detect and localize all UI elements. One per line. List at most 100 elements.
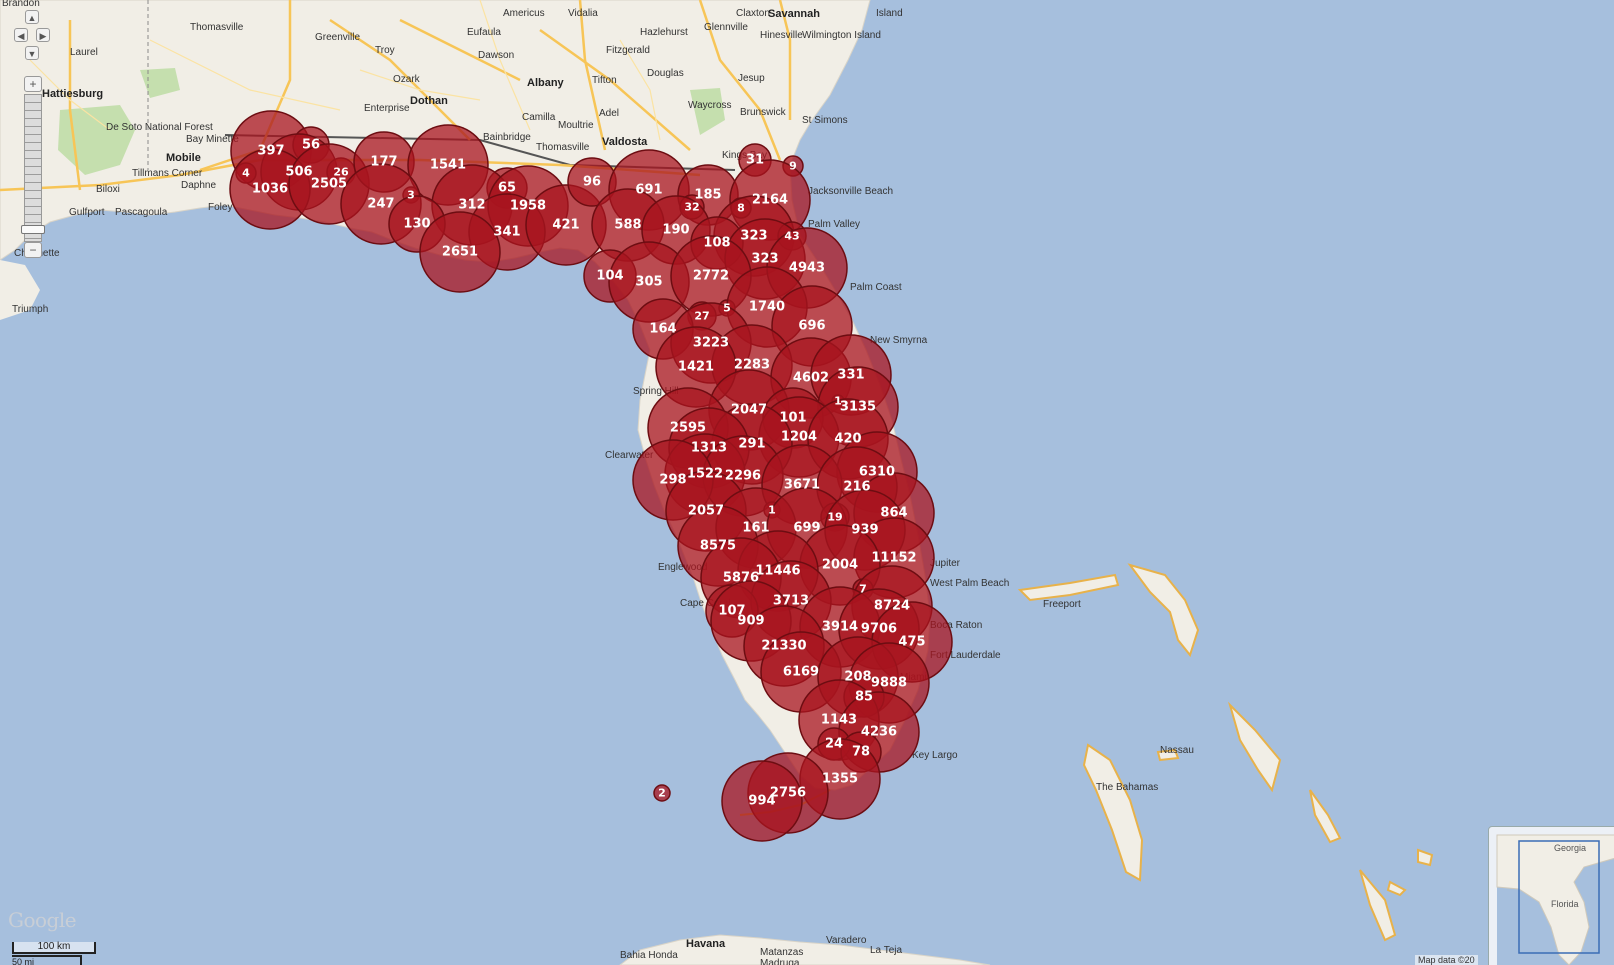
cluster-count-label: 864 <box>880 506 907 521</box>
cluster-count-label: 4943 <box>789 261 825 276</box>
place-label: Brunswick <box>740 107 786 118</box>
park-forest-3 <box>690 88 725 135</box>
highways <box>0 0 792 192</box>
cluster-count-label: 2756 <box>770 786 806 801</box>
park-forest <box>58 105 135 175</box>
cluster-count-label: 2595 <box>670 421 706 436</box>
cluster-count-label: 3713 <box>773 594 809 609</box>
cluster-count-label: 2057 <box>688 504 724 519</box>
cluster-marker[interactable] <box>419 211 501 293</box>
cluster-count-label: 1313 <box>691 441 727 456</box>
place-label: Valdosta <box>602 136 648 148</box>
place-label: Douglas <box>647 68 684 79</box>
cluster-count-label: 208 <box>844 670 871 685</box>
place-label: De Soto National Forest <box>106 122 213 133</box>
place-label: Wilmington Island <box>802 30 881 41</box>
cluster-count-label: 21330 <box>761 639 806 654</box>
pan-up-icon[interactable]: ▲ <box>25 10 39 24</box>
cluster-count-label: 5 <box>723 302 731 315</box>
cluster-count-label: 9706 <box>861 622 897 637</box>
cluster-count-label: 101 <box>779 411 806 426</box>
cluster-count-label: 298 <box>659 473 686 488</box>
zoom-out-button[interactable]: − <box>24 242 42 258</box>
place-label: Palm Valley <box>808 219 861 230</box>
cluster-count-label: 4236 <box>861 725 897 740</box>
place-label: Fort Lauderdale <box>930 650 1001 661</box>
cluster-count-label: 341 <box>493 225 520 240</box>
cluster-count-label: 909 <box>737 614 764 629</box>
cluster-count-label: 161 <box>742 521 769 536</box>
cluster-count-label: 323 <box>740 229 767 244</box>
cluster-count-label: 312 <box>458 198 485 213</box>
cluster-count-label: 85 <box>855 690 873 705</box>
place-label: Troy <box>375 45 395 56</box>
cluster-marker[interactable] <box>653 784 671 802</box>
cluster-count-label: 7 <box>859 583 867 596</box>
pan-right-icon[interactable]: ▶ <box>36 28 50 42</box>
zoom-in-button[interactable]: + <box>24 76 42 92</box>
zoom-slider-handle[interactable] <box>21 225 45 234</box>
place-label: Nassau <box>1160 745 1194 756</box>
place-label: Clearwater <box>605 450 654 461</box>
cluster-count-label: 43 <box>784 230 799 243</box>
zoom-slider-track[interactable] <box>24 94 42 242</box>
place-label: Glennville <box>704 22 748 33</box>
place-label: Madruga <box>760 958 800 965</box>
place-label: St Simons <box>802 115 848 126</box>
place-label: Gulfport <box>69 207 105 218</box>
cluster-count-label: 2004 <box>822 558 858 573</box>
place-label: Thomasville <box>536 142 590 153</box>
pan-control: ▲ ◀ ▶ ▼ <box>14 10 50 62</box>
place-label: Laurel <box>70 47 98 58</box>
cluster-count-label: 8724 <box>874 599 910 614</box>
cluster-count-label: 323 <box>751 252 778 267</box>
cluster-count-label: 291 <box>738 437 765 452</box>
place-label: Tifton <box>592 75 617 86</box>
cluster-count-label: 1740 <box>749 300 785 315</box>
cluster-count-label: 939 <box>851 523 878 538</box>
overview-map[interactable]: Georgia Florida <box>1488 826 1614 965</box>
cluster-count-label: 216 <box>843 480 870 495</box>
place-label: Jesup <box>738 73 765 84</box>
place-label: Englewood <box>658 562 708 573</box>
place-label: Varadero <box>826 935 867 946</box>
place-label: La Teja <box>870 945 903 956</box>
place-label: Island <box>876 8 903 19</box>
cluster-marker[interactable] <box>721 760 803 842</box>
place-label: Daphne <box>181 180 217 191</box>
place-label: The Bahamas <box>1096 782 1159 793</box>
place-label: Vidalia <box>568 8 598 19</box>
map-credit: Map data ©20 <box>1415 955 1478 965</box>
cluster-count-label: 6169 <box>783 665 819 680</box>
place-label: Adel <box>599 108 620 119</box>
cluster-count-label: 9888 <box>871 676 907 691</box>
cluster-count-label: 420 <box>834 432 861 447</box>
cluster-count-label: 1204 <box>781 430 817 445</box>
cluster-count-label: 2296 <box>725 469 761 484</box>
cluster-count-label: 506 <box>285 165 312 180</box>
cluster-count-label: 2 <box>658 787 666 800</box>
pan-down-icon[interactable]: ▼ <box>25 46 39 60</box>
cluster-count-label: 11152 <box>871 551 916 566</box>
cluster-count-label: 696 <box>798 319 825 334</box>
place-label: Eufaula <box>467 27 501 38</box>
cluster-count-label: 994 <box>748 794 775 809</box>
google-logo: Google <box>8 908 77 932</box>
cluster-count-label: 4602 <box>793 371 829 386</box>
zoom-control: ▲ ◀ ▶ ▼ + − <box>14 10 50 258</box>
place-label: Hinesville <box>760 30 803 41</box>
place-label: Mobile <box>166 152 201 164</box>
cluster-count-label: 1421 <box>678 360 714 375</box>
cluster-count-label: 1143 <box>821 713 857 728</box>
place-label: Hattiesburg <box>42 88 104 100</box>
pan-left-icon[interactable]: ◀ <box>14 28 28 42</box>
cluster-count-label: 421 <box>552 218 579 233</box>
overview-map-graphic: Georgia Florida <box>1496 834 1614 965</box>
cluster-count-label: 177 <box>370 155 397 170</box>
cluster-count-label: 699 <box>793 521 820 536</box>
place-label: Cape Coral <box>680 598 731 609</box>
cluster-count-label: 2772 <box>693 269 729 284</box>
cluster-count-label: 1958 <box>510 199 546 214</box>
cluster-count-label: 27 <box>694 310 709 323</box>
